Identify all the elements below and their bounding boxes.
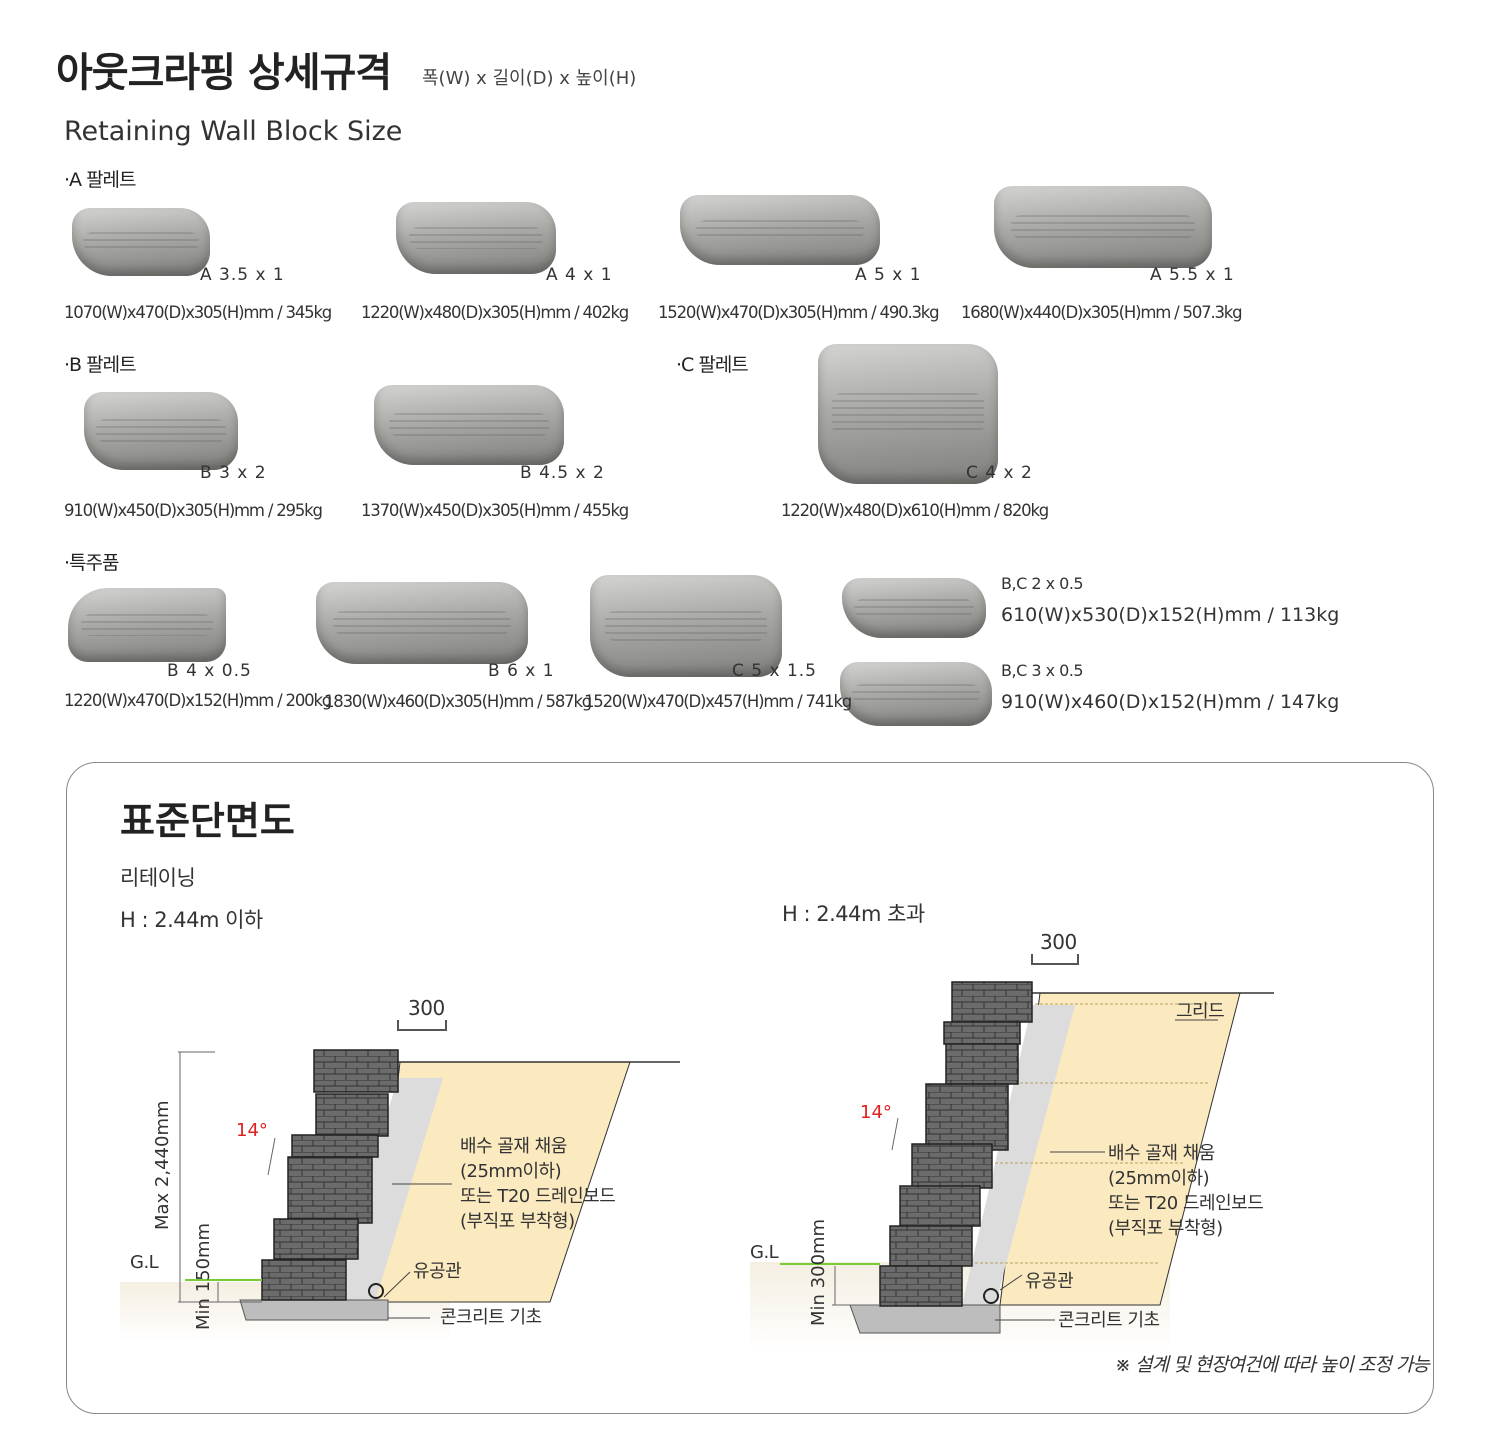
dimension-note: 폭(W) x 길이(D) x 높이(H) — [422, 68, 637, 89]
block-code: B 4 x 0.5 — [167, 661, 252, 681]
block-code: B,C 3 x 0.5 — [1001, 661, 1084, 680]
block-spec: 910(W)x460(D)x152(H)mm / 147kg — [1001, 691, 1340, 713]
block-image-b4-05 — [68, 588, 226, 662]
block-spec: 1220(W)x480(D)x610(H)mm / 820kg — [781, 501, 1049, 520]
block-code: A 5.5 x 1 — [1150, 265, 1235, 285]
left-max-height-label: Max 2,440mm — [152, 1100, 173, 1230]
cross-section-subtitle: 리테이닝 — [120, 866, 196, 890]
block-spec: 610(W)x530(D)x152(H)mm / 113kg — [1001, 604, 1340, 626]
left-heading: H : 2.44m 이하 — [120, 908, 263, 932]
block-image-a35 — [72, 208, 210, 276]
page-title: 아웃크라핑 상세규격 — [56, 50, 392, 96]
block-image-bc3-05 — [840, 662, 992, 726]
block-image-b3 — [84, 392, 238, 470]
block-code: B,C 2 x 0.5 — [1001, 574, 1084, 593]
left-diagram — [120, 1020, 680, 1342]
block-code: A 3.5 x 1 — [200, 265, 285, 285]
section-b-label: ·B 팔레트 — [64, 354, 137, 376]
block-spec: 1830(W)x460(D)x305(H)mm / 587kg — [324, 692, 592, 711]
block-code: B 4.5 x 2 — [520, 463, 605, 483]
block-image-a4 — [396, 202, 556, 274]
left-pipe-label: 유공관 — [413, 1261, 462, 1282]
right-fill-line: 또는 T20 드레인보드 — [1108, 1193, 1264, 1214]
left-angle-label: 14° — [236, 1120, 268, 1141]
right-fill-line: 배수 골재 채움 — [1108, 1143, 1215, 1164]
left-fill-line: 배수 골재 채움 — [460, 1136, 567, 1157]
block-code: A 4 x 1 — [546, 265, 613, 285]
left-fill-line: (부직포 부착형) — [460, 1211, 575, 1232]
block-spec: 1220(W)x470(D)x152(H)mm / 200kg — [64, 691, 332, 710]
block-code: B 3 x 2 — [200, 463, 267, 483]
left-fill-line: (25mm이하) — [460, 1161, 562, 1182]
block-code: A 5 x 1 — [855, 265, 922, 285]
right-angle-label: 14° — [860, 1102, 892, 1123]
block-code: C 5 x 1.5 — [732, 661, 817, 681]
cross-section-title: 표준단면도 — [120, 799, 295, 843]
section-a-label: ·A 팔레트 — [64, 169, 137, 191]
block-spec: 1370(W)x450(D)x305(H)mm / 455kg — [361, 501, 629, 520]
block-image-b6 — [316, 582, 528, 664]
right-gl-label: G.L — [750, 1242, 779, 1263]
left-min-depth-label: Min 150mm — [193, 1222, 214, 1330]
right-fill-line: (부직포 부착형) — [1108, 1218, 1223, 1239]
right-base-label: 콘크리트 기초 — [1058, 1310, 1160, 1331]
left-gl-label: G.L — [130, 1252, 159, 1273]
block-spec: 1680(W)x440(D)x305(H)mm / 507.3kg — [961, 303, 1243, 322]
right-pipe-label: 유공관 — [1025, 1271, 1074, 1292]
block-spec: 910(W)x450(D)x305(H)mm / 295kg — [64, 501, 323, 520]
section-c-label: ·C 팔레트 — [676, 354, 749, 376]
left-fill-line: 또는 T20 드레인보드 — [460, 1186, 616, 1207]
subtitle-en: Retaining Wall Block Size — [64, 116, 403, 147]
block-image-a5 — [680, 195, 880, 265]
left-width-label: 300 — [408, 996, 445, 1020]
right-heading: H : 2.44m 초과 — [782, 902, 925, 926]
block-spec: 1520(W)x470(D)x305(H)mm / 490.3kg — [658, 303, 940, 322]
block-image-c4 — [818, 344, 998, 484]
left-base-label: 콘크리트 기초 — [440, 1307, 542, 1328]
block-image-b45 — [374, 385, 564, 465]
block-image-bc2-05 — [842, 578, 986, 638]
block-spec: 1070(W)x470(D)x305(H)mm / 345kg — [64, 303, 332, 322]
right-min-depth-label: Min 300mm — [808, 1218, 829, 1326]
block-spec: 1220(W)x480(D)x305(H)mm / 402kg — [361, 303, 629, 322]
right-grid-label: 그리드 — [1176, 1001, 1225, 1022]
height-adjust-note: ※ 설계 및 현장여건에 따라 높이 조정 가능 — [1115, 1354, 1430, 1376]
right-width-label: 300 — [1040, 930, 1077, 954]
block-image-c5-15 — [590, 575, 782, 677]
right-diagram — [750, 954, 1274, 1352]
cross-section-panel — [66, 762, 1434, 1414]
block-code: B 6 x 1 — [488, 661, 555, 681]
right-fill-line: (25mm이하) — [1108, 1168, 1210, 1189]
block-code: C 4 x 2 — [966, 463, 1033, 483]
section-special-label: ·특주품 — [64, 552, 119, 574]
block-spec: 1520(W)x470(D)x457(H)mm / 741kg — [584, 692, 852, 711]
block-image-a55 — [994, 186, 1212, 268]
